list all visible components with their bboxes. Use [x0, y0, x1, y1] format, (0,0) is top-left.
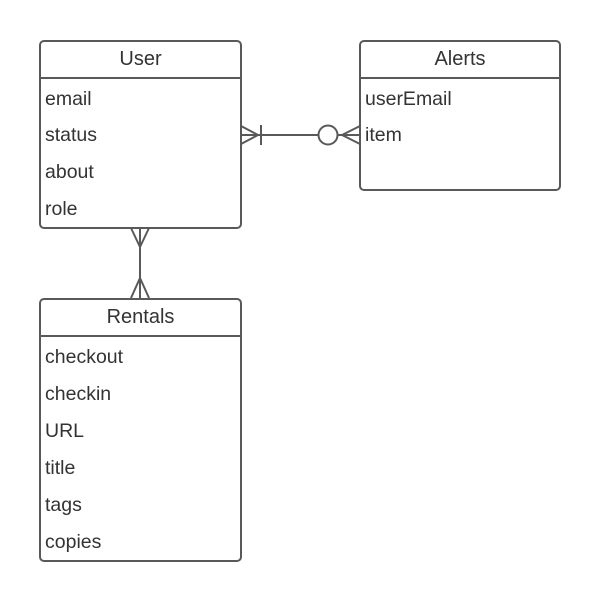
attribute-url: URL — [45, 420, 85, 442]
entity-user[interactable]: User email status about role — [39, 40, 242, 229]
crows-foot-user-side — [240, 125, 259, 136]
crows-foot-user-bottom — [130, 227, 141, 248]
entity-rentals-title: Rentals — [41, 300, 240, 337]
crows-foot-user-side — [240, 134, 259, 145]
crows-foot-alerts-side — [341, 125, 361, 136]
relationship-user-alerts — [240, 124, 361, 146]
entity-rentals[interactable]: Rentals checkout checkin URL title tags … — [39, 298, 242, 562]
attribute-email: email — [45, 88, 92, 110]
crows-foot-alerts-side — [341, 134, 361, 145]
attribute-copies: copies — [45, 531, 102, 553]
attribute-item: item — [365, 124, 402, 146]
attribute-status: status — [45, 124, 98, 146]
crows-foot-user-bottom — [139, 227, 150, 248]
attribute-checkout: checkout — [45, 346, 124, 368]
crows-foot-rentals-top — [139, 277, 150, 299]
entity-user-title: User — [41, 42, 240, 79]
attribute-tags: tags — [45, 494, 82, 516]
attribute-title: title — [45, 457, 76, 479]
attribute-checkin: checkin — [45, 383, 112, 405]
attribute-useremail: userEmail — [365, 88, 452, 110]
entity-alerts[interactable]: Alerts userEmail item — [359, 40, 561, 191]
relationship-user-rentals — [130, 227, 150, 299]
attribute-role: role — [45, 198, 78, 220]
attribute-about: about — [45, 161, 94, 183]
crows-foot-rentals-top — [130, 277, 141, 299]
entity-alerts-title: Alerts — [361, 42, 559, 79]
zero-circle-alerts-side — [317, 124, 339, 146]
